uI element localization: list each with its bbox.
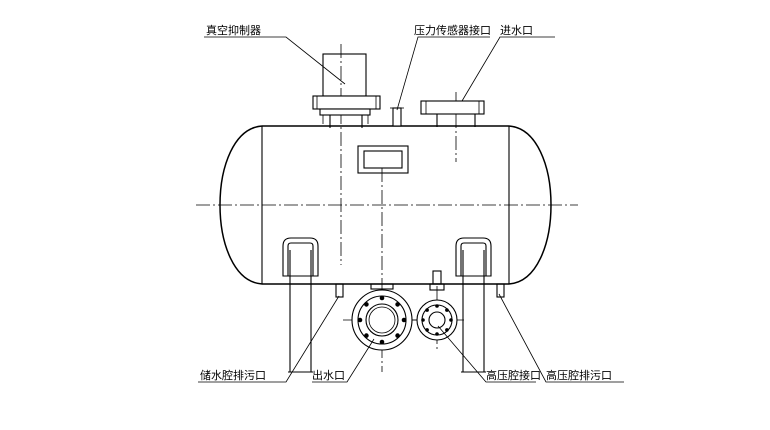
pressure-sensor-port bbox=[390, 107, 404, 127]
leader-hp-port bbox=[437, 325, 536, 383]
leader-water-outlet bbox=[312, 338, 375, 383]
label-high-pressure-chamber-port: 高压腔接口 bbox=[486, 368, 541, 382]
sight-window bbox=[357, 145, 409, 174]
label-vacuum-suppressor: 真空抑制器 bbox=[206, 23, 261, 37]
leader-hp-drain bbox=[498, 293, 624, 383]
left-saddle-support bbox=[282, 237, 319, 373]
label-pressure-sensor-port: 压力传感器接口 bbox=[414, 24, 491, 37]
leader-vacuum-suppressor bbox=[204, 36, 346, 85]
label-water-inlet: 进水口 bbox=[500, 24, 533, 37]
high-pressure-port-flange bbox=[416, 270, 458, 341]
leader-storage-drain bbox=[198, 295, 340, 383]
water-inlet-nozzle bbox=[420, 100, 485, 127]
label-water-outlet: 出水口 bbox=[312, 368, 345, 382]
label-high-pressure-chamber-drain: 高压腔排污口 bbox=[546, 368, 612, 382]
leader-water-inlet bbox=[461, 36, 555, 102]
vacuum-suppressor bbox=[312, 53, 381, 128]
water-outlet-flange bbox=[351, 283, 413, 351]
high-pressure-chamber-drain-stub bbox=[496, 283, 505, 298]
right-saddle-support bbox=[455, 237, 492, 373]
label-storage-chamber-drain: 储水腔排污口 bbox=[200, 368, 266, 382]
leader-lines bbox=[198, 36, 624, 383]
storage-chamber-drain-stub bbox=[335, 283, 344, 298]
leader-pressure-sensor-port bbox=[396, 36, 490, 111]
